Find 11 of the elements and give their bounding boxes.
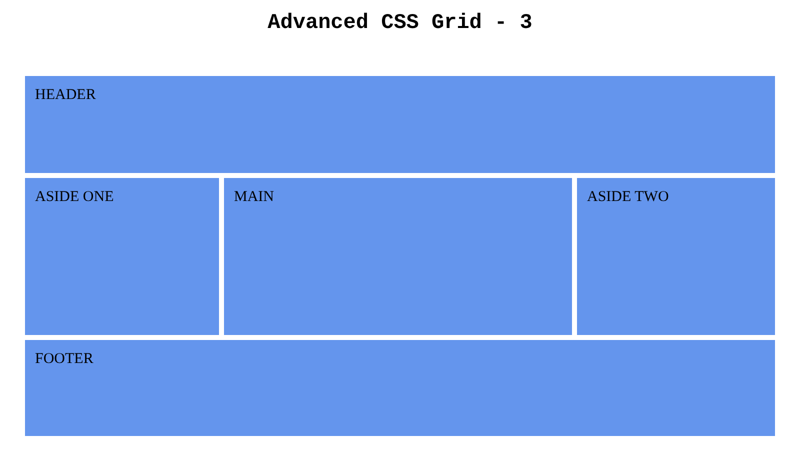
- area-label: MAIN: [234, 189, 274, 205]
- grid-area-box: [25, 76, 775, 173]
- area-label: FOOTER: [35, 351, 94, 367]
- grid-area-box: [25, 178, 219, 335]
- area-label: ASIDE ONE: [35, 189, 114, 205]
- area-label: HEADER: [35, 87, 96, 103]
- grid-area-box: [25, 340, 775, 436]
- area-label: ASIDE TWO: [587, 189, 669, 205]
- grid-area-box: [224, 178, 572, 335]
- grid-area-box: [577, 178, 775, 335]
- diagram-title: Advanced CSS Grid - 3: [266, 11, 534, 37]
